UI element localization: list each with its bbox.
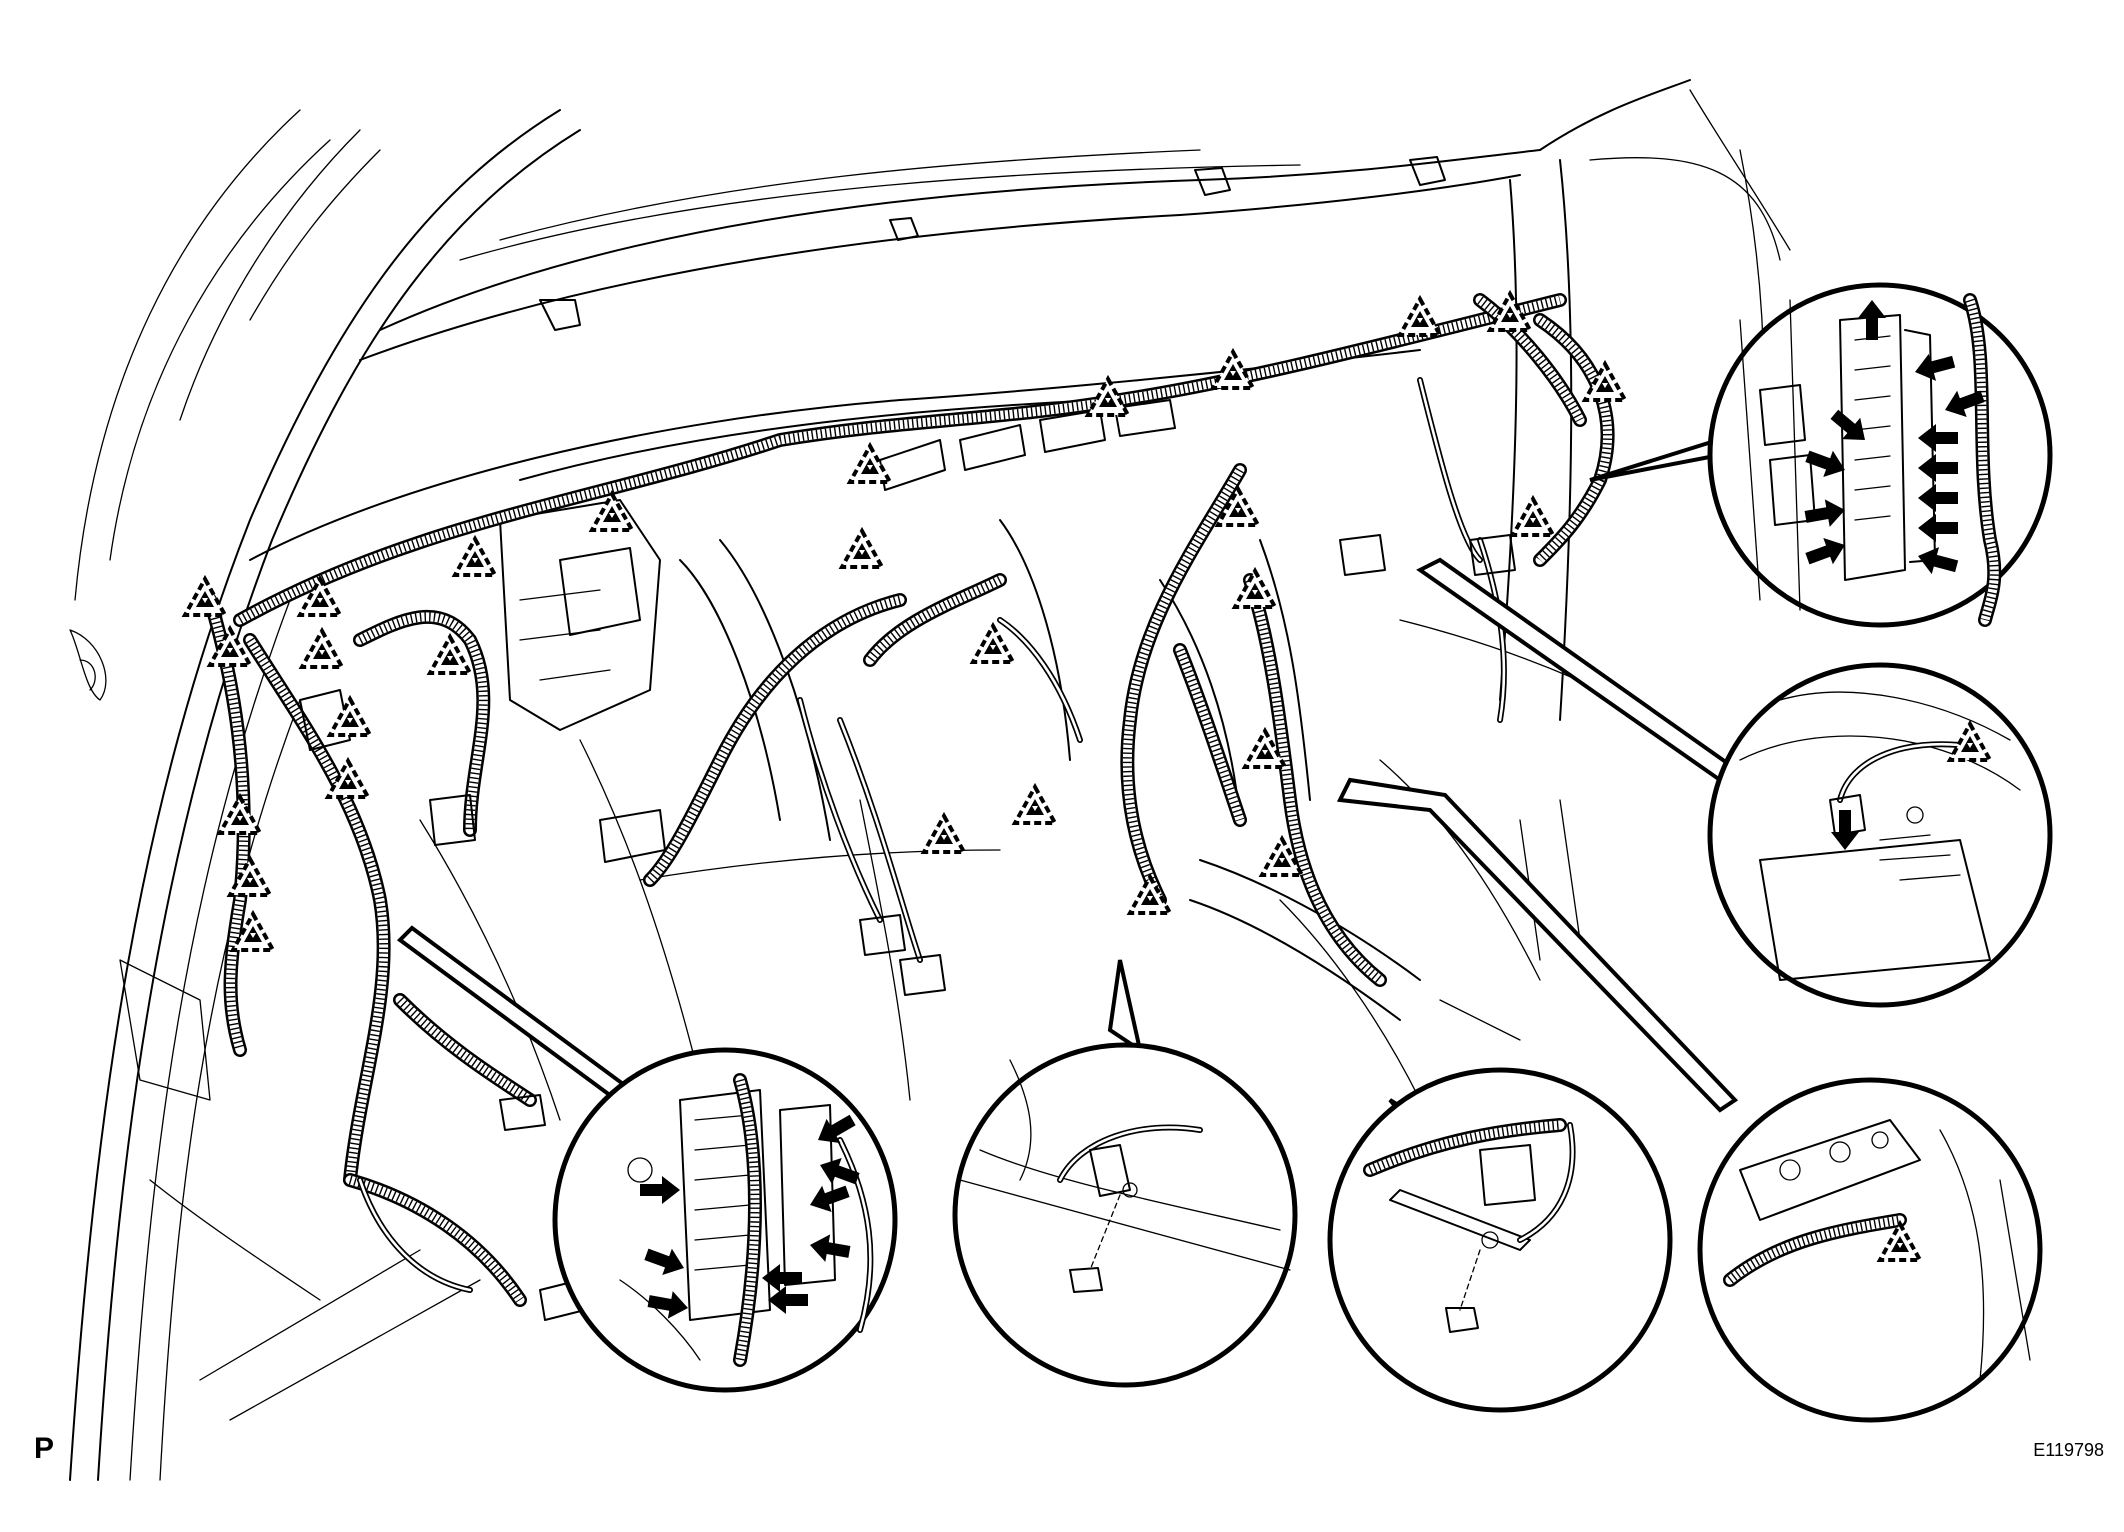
illustration-id-label: E119798 — [2033, 1440, 2104, 1460]
callout-leaders — [396, 437, 1739, 1166]
triangle-clamp-icon — [922, 814, 966, 854]
triangle-clamp-icon — [453, 537, 497, 577]
callout-ground-terminal — [952, 1042, 1298, 1388]
callout-connector-block — [1707, 282, 2053, 628]
callout-junction-block — [552, 1047, 898, 1393]
main-harness — [203, 293, 1615, 1307]
triangle-clamp-icon — [840, 529, 884, 569]
triangle-clamp-icon — [328, 697, 372, 737]
triangle-clamp-icon — [848, 444, 892, 484]
triangle-clamp-icon — [183, 577, 227, 617]
callout-harness-clamp — [1697, 1077, 2043, 1423]
triangle-clamp-icon — [300, 629, 344, 669]
triangle-clamp-icon — [971, 624, 1015, 664]
triangle-clamp-icon — [1233, 569, 1277, 609]
triangle-clamp-icon — [1511, 497, 1555, 537]
view-marker-label: P — [34, 1432, 55, 1465]
triangle-clamp-icon — [1013, 785, 1057, 825]
triangle-clamp-icon — [590, 492, 634, 532]
callout-connector-plate — [1707, 662, 2053, 1008]
triangle-clamp-icon — [1398, 297, 1442, 337]
callout-ground-bolt — [1327, 1067, 1673, 1413]
